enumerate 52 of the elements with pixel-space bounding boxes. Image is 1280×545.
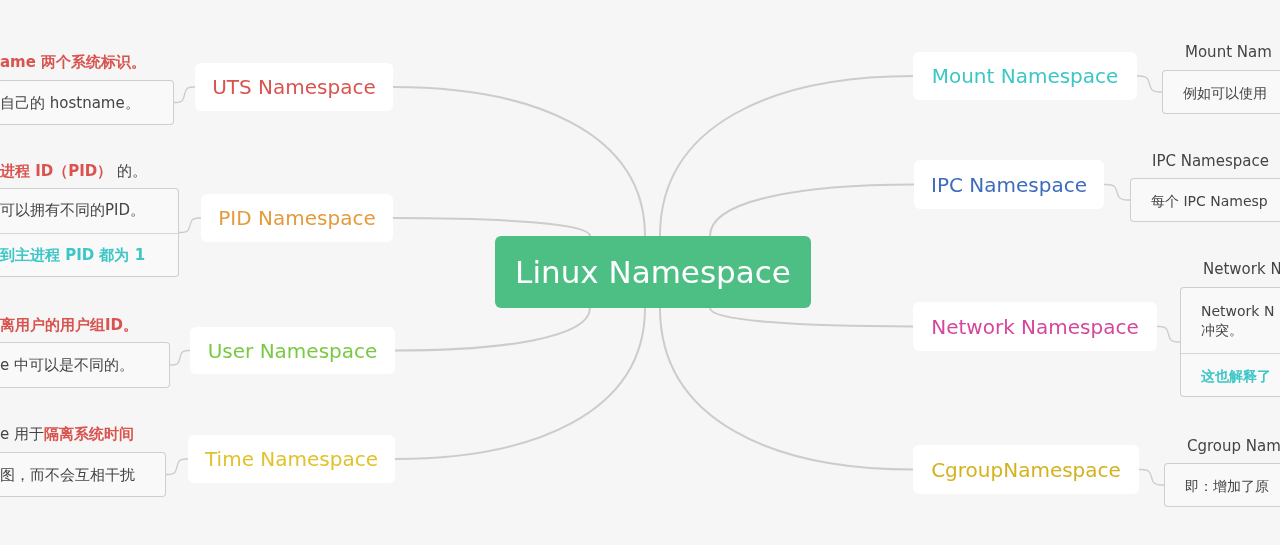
- connector-line: [169, 349, 191, 366]
- topic-box: [914, 160, 1104, 209]
- topic-box: [913, 302, 1157, 351]
- connector-line: [165, 458, 189, 476]
- note-text: 即：增加了原: [1185, 476, 1269, 496]
- connector-line: [173, 86, 196, 104]
- note-heading: e 用于隔离系统时间: [0, 425, 134, 444]
- topic-label: UTS Namespace: [212, 75, 376, 99]
- topic-label: PID Namespace: [218, 206, 376, 230]
- topic-label: Mount Namespace: [931, 64, 1119, 88]
- note-heading: Network N: [1203, 260, 1280, 278]
- topic-label: CgroupNamespace: [931, 457, 1121, 482]
- topic-label: IPC Namespace: [931, 172, 1087, 197]
- topic-label: Network Namespace: [931, 314, 1139, 339]
- topic-box: [195, 63, 393, 111]
- connector-line: [178, 217, 202, 234]
- root-topic: [495, 236, 811, 308]
- topic-label: User Namespace: [207, 338, 378, 363]
- note-heading: 进程 ID（PID） 的。: [0, 162, 148, 181]
- note-text: 自己的 hostname。: [0, 93, 140, 114]
- note-heading: ame 两个系统标识。: [0, 53, 147, 72]
- note-text: 这也解释了: [1201, 366, 1271, 386]
- topic-box: [201, 194, 393, 242]
- branch-curve: [709, 183, 915, 237]
- branch-curve: [394, 307, 591, 352]
- note-text: 每个 IPC Namesp: [1151, 191, 1268, 211]
- connector-line: [1156, 325, 1181, 343]
- note-heading: Cgroup Nam: [1187, 437, 1280, 455]
- note-text: 可以拥有不同的PID。: [0, 201, 146, 221]
- note-heading: 离用户的用户组ID。: [0, 316, 139, 335]
- branch-curve: [659, 307, 914, 471]
- connector-line: [1136, 75, 1163, 93]
- topic-box: [913, 445, 1139, 494]
- topic-label: Linux Namespace: [515, 254, 791, 290]
- note-text: Network N 冲突。: [1201, 302, 1276, 339]
- branch-curve: [709, 307, 914, 328]
- topic-box: [913, 52, 1137, 100]
- branch-curve: [392, 217, 591, 237]
- note-text: 图，而不会互相干扰: [0, 465, 135, 486]
- note-heading: Mount Nam: [1185, 43, 1272, 61]
- note-text: 例如可以使用: [1183, 83, 1267, 103]
- connector-line: [1138, 468, 1165, 486]
- branch-curve: [659, 75, 914, 237]
- topic-box: [190, 327, 395, 374]
- branch-curve: [394, 307, 646, 460]
- branch-curve: [392, 86, 646, 237]
- connector-line: [1103, 183, 1131, 201]
- note-text: 到主进程 PID 都为 1: [0, 246, 146, 266]
- note-text: e 中可以是不同的。: [0, 356, 134, 376]
- topic-box: [188, 435, 395, 483]
- note-heading: IPC Namespace: [1152, 152, 1269, 170]
- topic-label: Time Namespace: [205, 447, 378, 471]
